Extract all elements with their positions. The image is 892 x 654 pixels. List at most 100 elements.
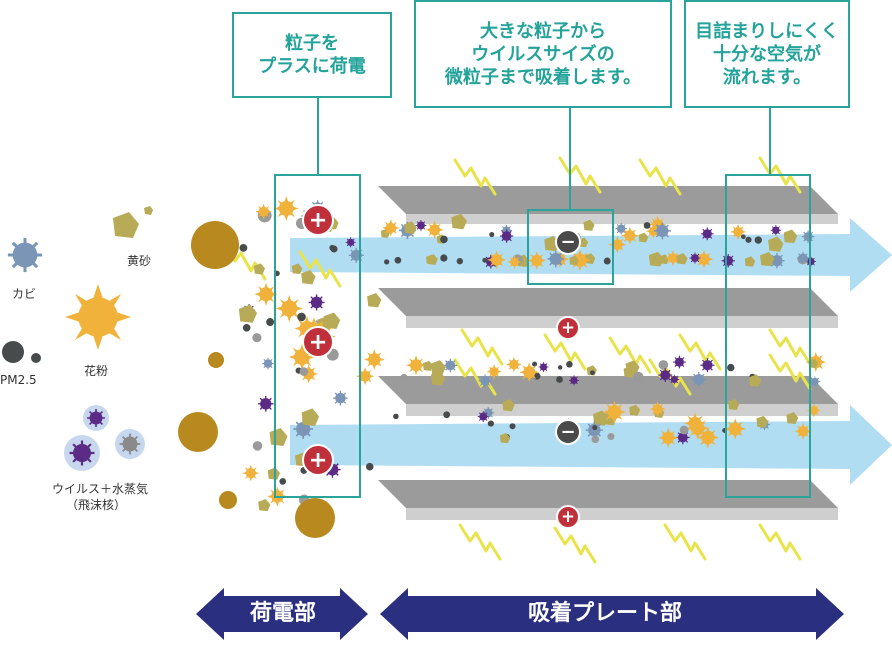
charge-signs: +++−−++ [302,204,581,529]
lightning-icon [460,328,504,366]
lightning-icon [543,333,587,371]
pm-particle [489,231,495,238]
legend-virus-label: ウイルス＋水蒸気 [52,482,149,496]
virus-particle [499,228,514,244]
virus-particle [700,226,715,241]
pollen-particle [242,464,260,482]
lightning-icon [663,523,707,561]
plus-sign: + [561,507,575,526]
callout-airflow-line2: 十分な空気が [713,43,821,65]
minus-sign: − [560,231,575,252]
pm-particle [754,236,762,244]
yellow-sand-small-icon [144,206,153,215]
large-particle [295,498,335,538]
pm-particle [592,425,598,431]
plate-front [406,508,838,520]
virus-particle [699,357,716,373]
large-particle [219,491,237,509]
sand-particle [749,374,762,387]
pm-particle [297,312,306,322]
virus-particle [669,374,680,385]
yellow-sand-icon [113,212,139,238]
pm-particle [556,376,563,383]
pm-particle [266,318,275,326]
sand-particle [569,255,579,266]
legend-pollen-label: 花粉 [84,364,109,378]
plate-top [378,480,838,508]
pollen-particle [356,367,375,386]
virus-particle [657,367,673,383]
virus-particle [538,361,549,373]
section-arrows [196,588,844,640]
sand-particle [451,213,467,230]
sand-particle [502,399,515,412]
pm-particle [532,361,538,367]
virus-particle [307,293,326,312]
dust-particle [658,360,669,370]
callout-adsorption-line3: 微粒子まで吸着します。 [444,66,642,88]
sand-particle [676,253,688,265]
pm-particle [456,257,464,265]
sand-particle [728,398,740,410]
sand-particle [253,263,266,275]
sand-particle [422,360,433,371]
sand-particle [578,237,589,248]
highlight-boxes [274,98,811,498]
plate-front [406,214,838,224]
sand-particle [269,427,288,446]
plus-sign: + [309,329,328,355]
pollen-particle [273,196,299,221]
sand-particle [623,366,635,378]
plus-sign: + [309,447,328,473]
legend-pm25-label: PM2.5 [0,373,37,387]
pm-particle [279,478,287,485]
callout-charging-line2: プラスに荷電 [258,56,366,77]
pm-particle [643,222,651,229]
particles [178,196,826,538]
large-particle [178,412,218,452]
mold-particle [801,229,815,244]
lightning-icon [553,526,597,564]
virus-icon [86,408,106,428]
sand-particle [291,263,303,275]
legend-icons [2,206,153,471]
sand-particle [659,254,670,265]
pm-particle [239,243,248,252]
pm-particle [509,423,516,430]
pm-particle [242,323,251,332]
callout-adsorption-line2: ウイルスサイズの [471,43,615,65]
pm-particle [487,420,494,427]
sand-particle [267,467,281,480]
sand-particle [648,251,664,267]
sand-particle [786,412,799,424]
pm-particle [365,462,374,471]
pollen-icon [65,284,131,350]
mold-particle [796,251,810,265]
sand-particle [323,312,341,329]
virus-particle [477,410,490,423]
mold-particle [261,357,275,370]
sand-particle [583,219,595,231]
virus-particle [257,395,275,413]
mold-icon [6,236,44,274]
legend-yellow-sand-label: 黄砂 [127,254,152,268]
pollen-particle [506,356,522,373]
plus-charge-icon [302,444,334,476]
charging-section-arrow [196,588,368,640]
plate-top [378,288,838,316]
sand-particle [258,498,271,512]
virus-particle [720,253,736,269]
mold-particle [442,357,458,373]
pm-particle [440,235,448,244]
sand-particle [301,408,320,426]
dust-particle [252,441,263,451]
legend-mold-label: カビ [12,287,37,301]
sand-particle [301,269,316,285]
callout-charging-line1: 粒子を [285,33,339,54]
pm-particle [384,259,390,265]
plus-charge-icon [302,326,334,358]
legend-virus-sub-label: （飛沫核） [66,498,127,512]
mold-particle [809,375,821,388]
callout-adsorption: 大きな粒子から ウイルスサイズの 微粒子まで吸着します。 [414,0,672,108]
callout-airflow: 目詰まりしにくく 十分な空気が 流れます。 [684,0,850,108]
